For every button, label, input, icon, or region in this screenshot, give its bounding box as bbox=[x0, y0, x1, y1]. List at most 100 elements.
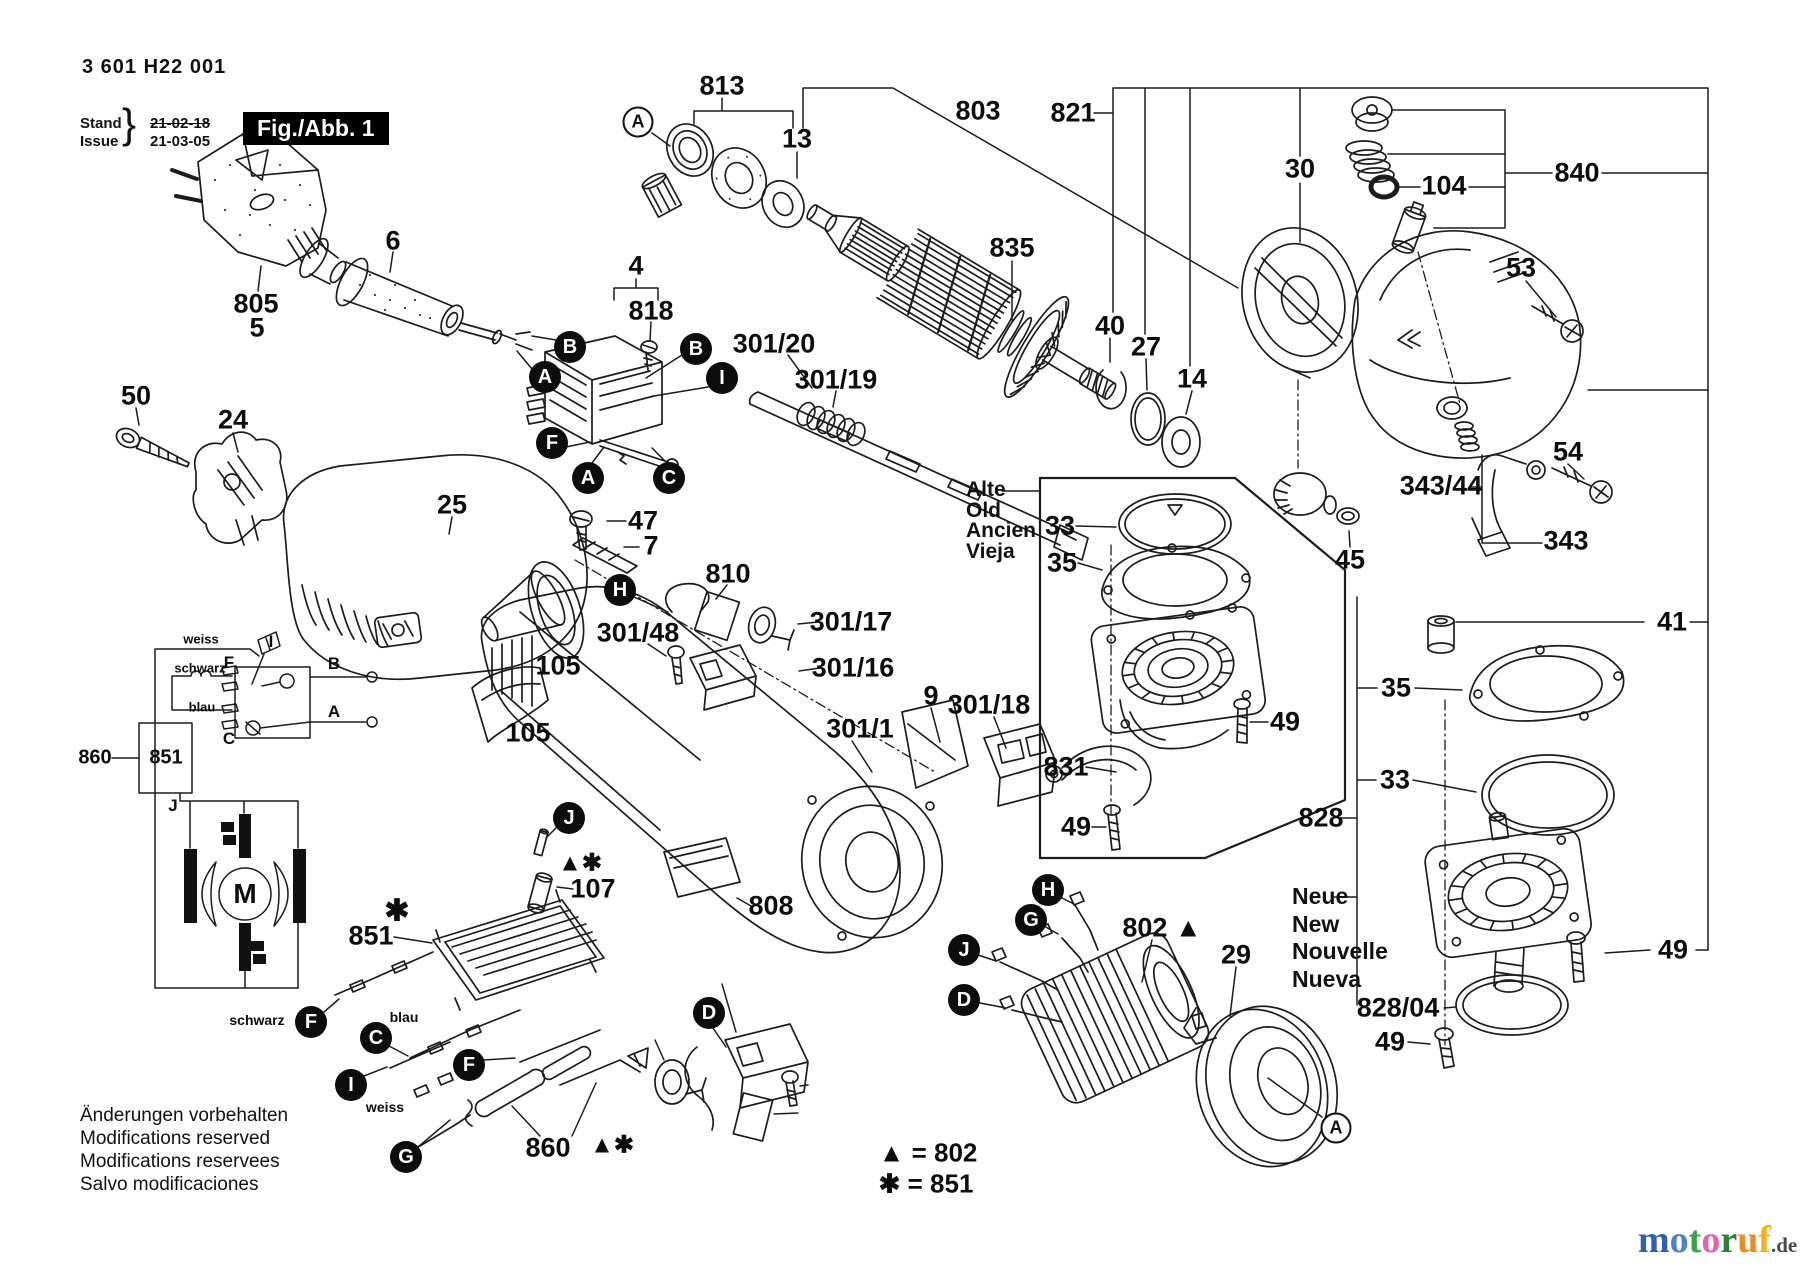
part-label-30: 30 bbox=[1284, 153, 1316, 184]
plug-and-cable bbox=[170, 133, 533, 351]
part-label-blau: blau bbox=[389, 1009, 419, 1025]
part-label-860: 860 bbox=[78, 746, 112, 769]
part-label-B: B bbox=[327, 654, 341, 673]
date-old: 21-02-18 bbox=[150, 115, 211, 132]
part-label-831: 831 bbox=[1043, 751, 1089, 782]
part-label-802: ▲ = 802 bbox=[878, 1137, 978, 1168]
callout-I: I bbox=[335, 1069, 367, 1101]
part-label-A: A bbox=[327, 702, 341, 721]
text-line: Modifications reserved bbox=[80, 1128, 271, 1149]
part-label-50: 50 bbox=[120, 380, 152, 411]
part-label-41: 41 bbox=[1656, 606, 1688, 637]
part-label-34344: 343/44 bbox=[1399, 470, 1483, 501]
logo-letters: motoruf bbox=[1638, 1219, 1771, 1261]
neue-column bbox=[1424, 615, 1625, 1069]
part-label-30118: 301/18 bbox=[947, 689, 1031, 720]
stipple-dots bbox=[213, 163, 432, 320]
callout-J: J bbox=[948, 934, 980, 966]
alte-box bbox=[1038, 476, 1347, 860]
part-label-104: 104 bbox=[1421, 170, 1467, 201]
part-label-851: 851 bbox=[149, 746, 183, 769]
callout-F: F bbox=[295, 1006, 327, 1038]
part-number: 3 601 H22 001 bbox=[82, 56, 227, 78]
part-label-105: 105 bbox=[505, 717, 551, 748]
part-label-45: 45 bbox=[1334, 544, 1366, 575]
issue-label: Issue bbox=[80, 133, 119, 150]
label-plate-808 bbox=[663, 837, 741, 898]
part-label-805: 805 bbox=[233, 288, 279, 319]
callout-B: B bbox=[680, 333, 712, 365]
callout-C: C bbox=[360, 1022, 392, 1054]
part-label-3011: 301/1 bbox=[826, 713, 894, 744]
brace-glyph: } bbox=[122, 100, 137, 147]
brush-group-upper bbox=[664, 582, 795, 711]
part-label-818: 818 bbox=[628, 295, 674, 326]
part-label-851: ✱ = 851 bbox=[878, 1168, 974, 1199]
logo-letter: f bbox=[1758, 1219, 1771, 1261]
bearing-set bbox=[641, 123, 805, 229]
logo-letter: m bbox=[1638, 1219, 1670, 1261]
part-label-9: 9 bbox=[923, 680, 939, 711]
logo-letter: o bbox=[1669, 1219, 1689, 1261]
part-label-105: 105 bbox=[535, 650, 581, 681]
part-label-107: 107 bbox=[570, 873, 616, 904]
part-label-schwarz: schwarz bbox=[174, 660, 226, 676]
part-label-30120: 301/20 bbox=[732, 328, 816, 359]
callout-C: C bbox=[653, 462, 685, 494]
alte-contents bbox=[1045, 493, 1267, 851]
text-line: Ancien bbox=[966, 519, 1037, 542]
part-label-810: 810 bbox=[705, 558, 751, 589]
text-line: Änderungen vorbehalten bbox=[80, 1105, 289, 1126]
part-label-53: 53 bbox=[1505, 252, 1537, 283]
logo-letter: t bbox=[1688, 1219, 1702, 1261]
part-label-33: 33 bbox=[1379, 764, 1411, 795]
liner-105b bbox=[471, 666, 549, 743]
part-label-M: M bbox=[233, 878, 257, 909]
part-label-27: 27 bbox=[1130, 331, 1162, 362]
callout-A: A bbox=[622, 106, 654, 138]
callout-I: I bbox=[706, 362, 738, 394]
part-label-6: 6 bbox=[385, 225, 401, 256]
text-line: Neue bbox=[1292, 883, 1349, 909]
rear-cover-29 bbox=[1195, 1005, 1339, 1168]
figure-label: Fig./Abb. 1 bbox=[243, 112, 389, 145]
logo-letter: u bbox=[1737, 1219, 1759, 1261]
date-new: 21-03-05 bbox=[150, 133, 211, 150]
part-label-35: 35 bbox=[1380, 672, 1412, 703]
part-label-828: 828 bbox=[1298, 802, 1344, 833]
callout-A: A bbox=[572, 462, 604, 494]
leader-lines bbox=[111, 87, 1709, 1148]
part-label-5: 5 bbox=[249, 312, 265, 343]
brush-group-lower bbox=[654, 1023, 809, 1142]
text-line: Nouvelle bbox=[1292, 938, 1388, 964]
callout-F: F bbox=[453, 1049, 485, 1081]
part-label-343: 343 bbox=[1543, 525, 1589, 556]
callout-H: H bbox=[1032, 874, 1064, 906]
callout-D: D bbox=[693, 997, 725, 1029]
text-line: Salvo modificaciones bbox=[80, 1174, 259, 1195]
liner-105a bbox=[480, 570, 566, 642]
text-line: Old bbox=[966, 498, 1001, 522]
part-label-blau: blau bbox=[188, 699, 216, 715]
part-label-14: 14 bbox=[1176, 363, 1208, 394]
guard-and-front-bearings bbox=[1095, 226, 1359, 468]
callout-H: H bbox=[604, 574, 636, 606]
motor-housing-shell bbox=[282, 454, 588, 743]
module-851 bbox=[334, 828, 649, 1147]
gear-head bbox=[1273, 96, 1613, 557]
logo-letter: r bbox=[1720, 1219, 1738, 1261]
axis-lines bbox=[574, 251, 1461, 1046]
part-label-821: 821 bbox=[1050, 97, 1096, 128]
part-label-13: 13 bbox=[781, 123, 813, 154]
callout-B: B bbox=[554, 331, 586, 363]
plate-7 bbox=[572, 537, 638, 574]
part-label-: ▲✱ bbox=[558, 849, 602, 877]
part-label-851: 851 bbox=[348, 920, 394, 951]
slider-and-spring bbox=[748, 391, 1089, 561]
text-line: Alte bbox=[966, 478, 1006, 501]
part-label-C: C bbox=[222, 729, 236, 748]
part-label-33: 33 bbox=[1044, 510, 1076, 541]
part-label-24: 24 bbox=[217, 404, 249, 435]
